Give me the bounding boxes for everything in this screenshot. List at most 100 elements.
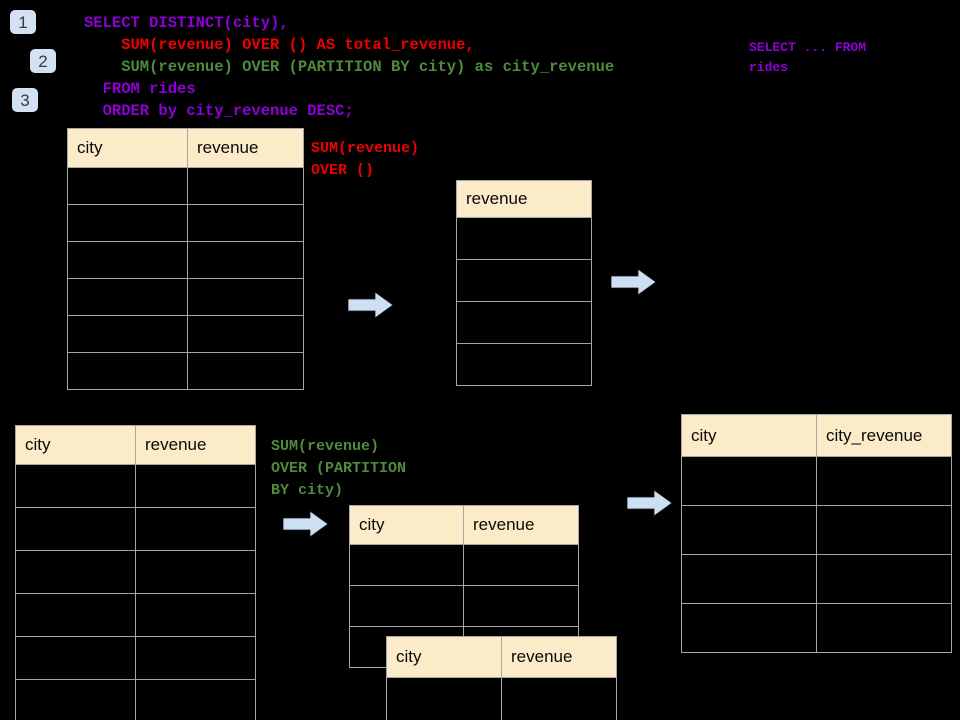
table-cell — [386, 677, 502, 720]
step-badge-2-label: 2 — [38, 51, 48, 71]
step-badge-3: 3 — [12, 88, 38, 112]
table-row — [349, 585, 579, 627]
table-cell — [816, 554, 952, 604]
column-header-revenue: revenue — [463, 505, 579, 545]
table-cell — [816, 456, 952, 506]
table-cell — [67, 241, 188, 279]
column-header-revenue: revenue — [456, 180, 592, 218]
column-header-city: city — [386, 636, 502, 678]
table-header-row: revenue — [456, 180, 592, 218]
table-cell — [456, 259, 592, 302]
table-row — [349, 544, 579, 586]
column-header-revenue: revenue — [135, 425, 256, 465]
column-header-revenue: revenue — [187, 128, 304, 168]
table-cell — [463, 544, 579, 586]
step-badge-2: 2 — [30, 49, 56, 73]
table-row — [67, 204, 304, 242]
table-cell — [135, 593, 256, 637]
table-cell — [15, 593, 136, 637]
table-cell — [187, 204, 304, 242]
table-cell — [456, 301, 592, 344]
table-cell — [15, 636, 136, 680]
table-row — [15, 550, 256, 594]
table-cell — [349, 585, 464, 627]
table-cell — [15, 679, 136, 720]
column-header-city: city — [349, 505, 464, 545]
table-cell — [135, 464, 256, 508]
arrow-partition-to-result — [626, 489, 673, 517]
table-row — [681, 505, 952, 555]
table-cell — [187, 352, 304, 390]
table-cell — [15, 464, 136, 508]
table-cell — [135, 507, 256, 551]
table-cell — [67, 204, 188, 242]
table-row — [15, 464, 256, 508]
table-row — [15, 636, 256, 680]
step-badge-1-label: 1 — [18, 12, 28, 32]
annotation-total-revenue: SUM(revenue) OVER () — [311, 140, 420, 179]
table-cell — [501, 677, 617, 720]
table-cell — [15, 550, 136, 594]
sql-line-city-revenue: SUM(revenue) OVER (PARTITION BY city) as… — [84, 58, 615, 76]
sql-line-from: FROM rides — [84, 80, 196, 98]
column-header-city: city — [15, 425, 136, 465]
table-cell — [681, 554, 817, 604]
arrow-total-to-result-top — [610, 268, 657, 296]
table-cell — [67, 278, 188, 316]
table-row — [456, 259, 592, 302]
table-cell — [187, 315, 304, 353]
table-cell — [681, 505, 817, 555]
column-header-city: city — [67, 128, 188, 168]
table-row — [386, 677, 617, 720]
table-row — [67, 241, 304, 279]
sql-line-total-revenue: SUM(revenue) OVER () AS total_revenue, — [84, 36, 475, 54]
table-cell — [187, 167, 304, 205]
sql-side-note: SELECT ... FROM rides — [749, 40, 867, 75]
table-row — [681, 456, 952, 506]
table-row — [681, 603, 952, 653]
table-row — [15, 679, 256, 720]
table-cell — [681, 456, 817, 506]
table-cell — [15, 507, 136, 551]
column-header-revenue: revenue — [501, 636, 617, 678]
table-row — [456, 217, 592, 260]
table-cell — [187, 241, 304, 279]
table-cell — [135, 636, 256, 680]
table-cell — [816, 603, 952, 653]
table-cell — [349, 544, 464, 586]
table-cell — [67, 315, 188, 353]
sql-line-select: SELECT DISTINCT(city), — [84, 14, 289, 32]
table-cell — [187, 278, 304, 316]
table-row — [15, 593, 256, 637]
table-cell — [456, 217, 592, 260]
table-row — [67, 167, 304, 205]
table-cell — [67, 352, 188, 390]
table-row — [67, 352, 304, 390]
table-cell — [135, 550, 256, 594]
column-header-city-revenue: city_revenue — [816, 414, 952, 457]
annotation-city-revenue: SUM(revenue) OVER (PARTITION BY city) — [271, 438, 407, 499]
table-cell — [67, 167, 188, 205]
total-revenue-table: revenue — [456, 180, 592, 386]
table-row — [456, 301, 592, 344]
table-cell — [463, 585, 579, 627]
step-badge-3-label: 3 — [20, 90, 30, 110]
step-badge-1: 1 — [10, 10, 36, 34]
arrow-source-to-partition — [282, 510, 329, 538]
table-cell — [681, 603, 817, 653]
table-row — [67, 315, 304, 353]
table-row — [15, 507, 256, 551]
arrow-source-to-total — [347, 291, 394, 319]
column-header-city: city — [681, 414, 817, 457]
table-cell — [456, 343, 592, 386]
